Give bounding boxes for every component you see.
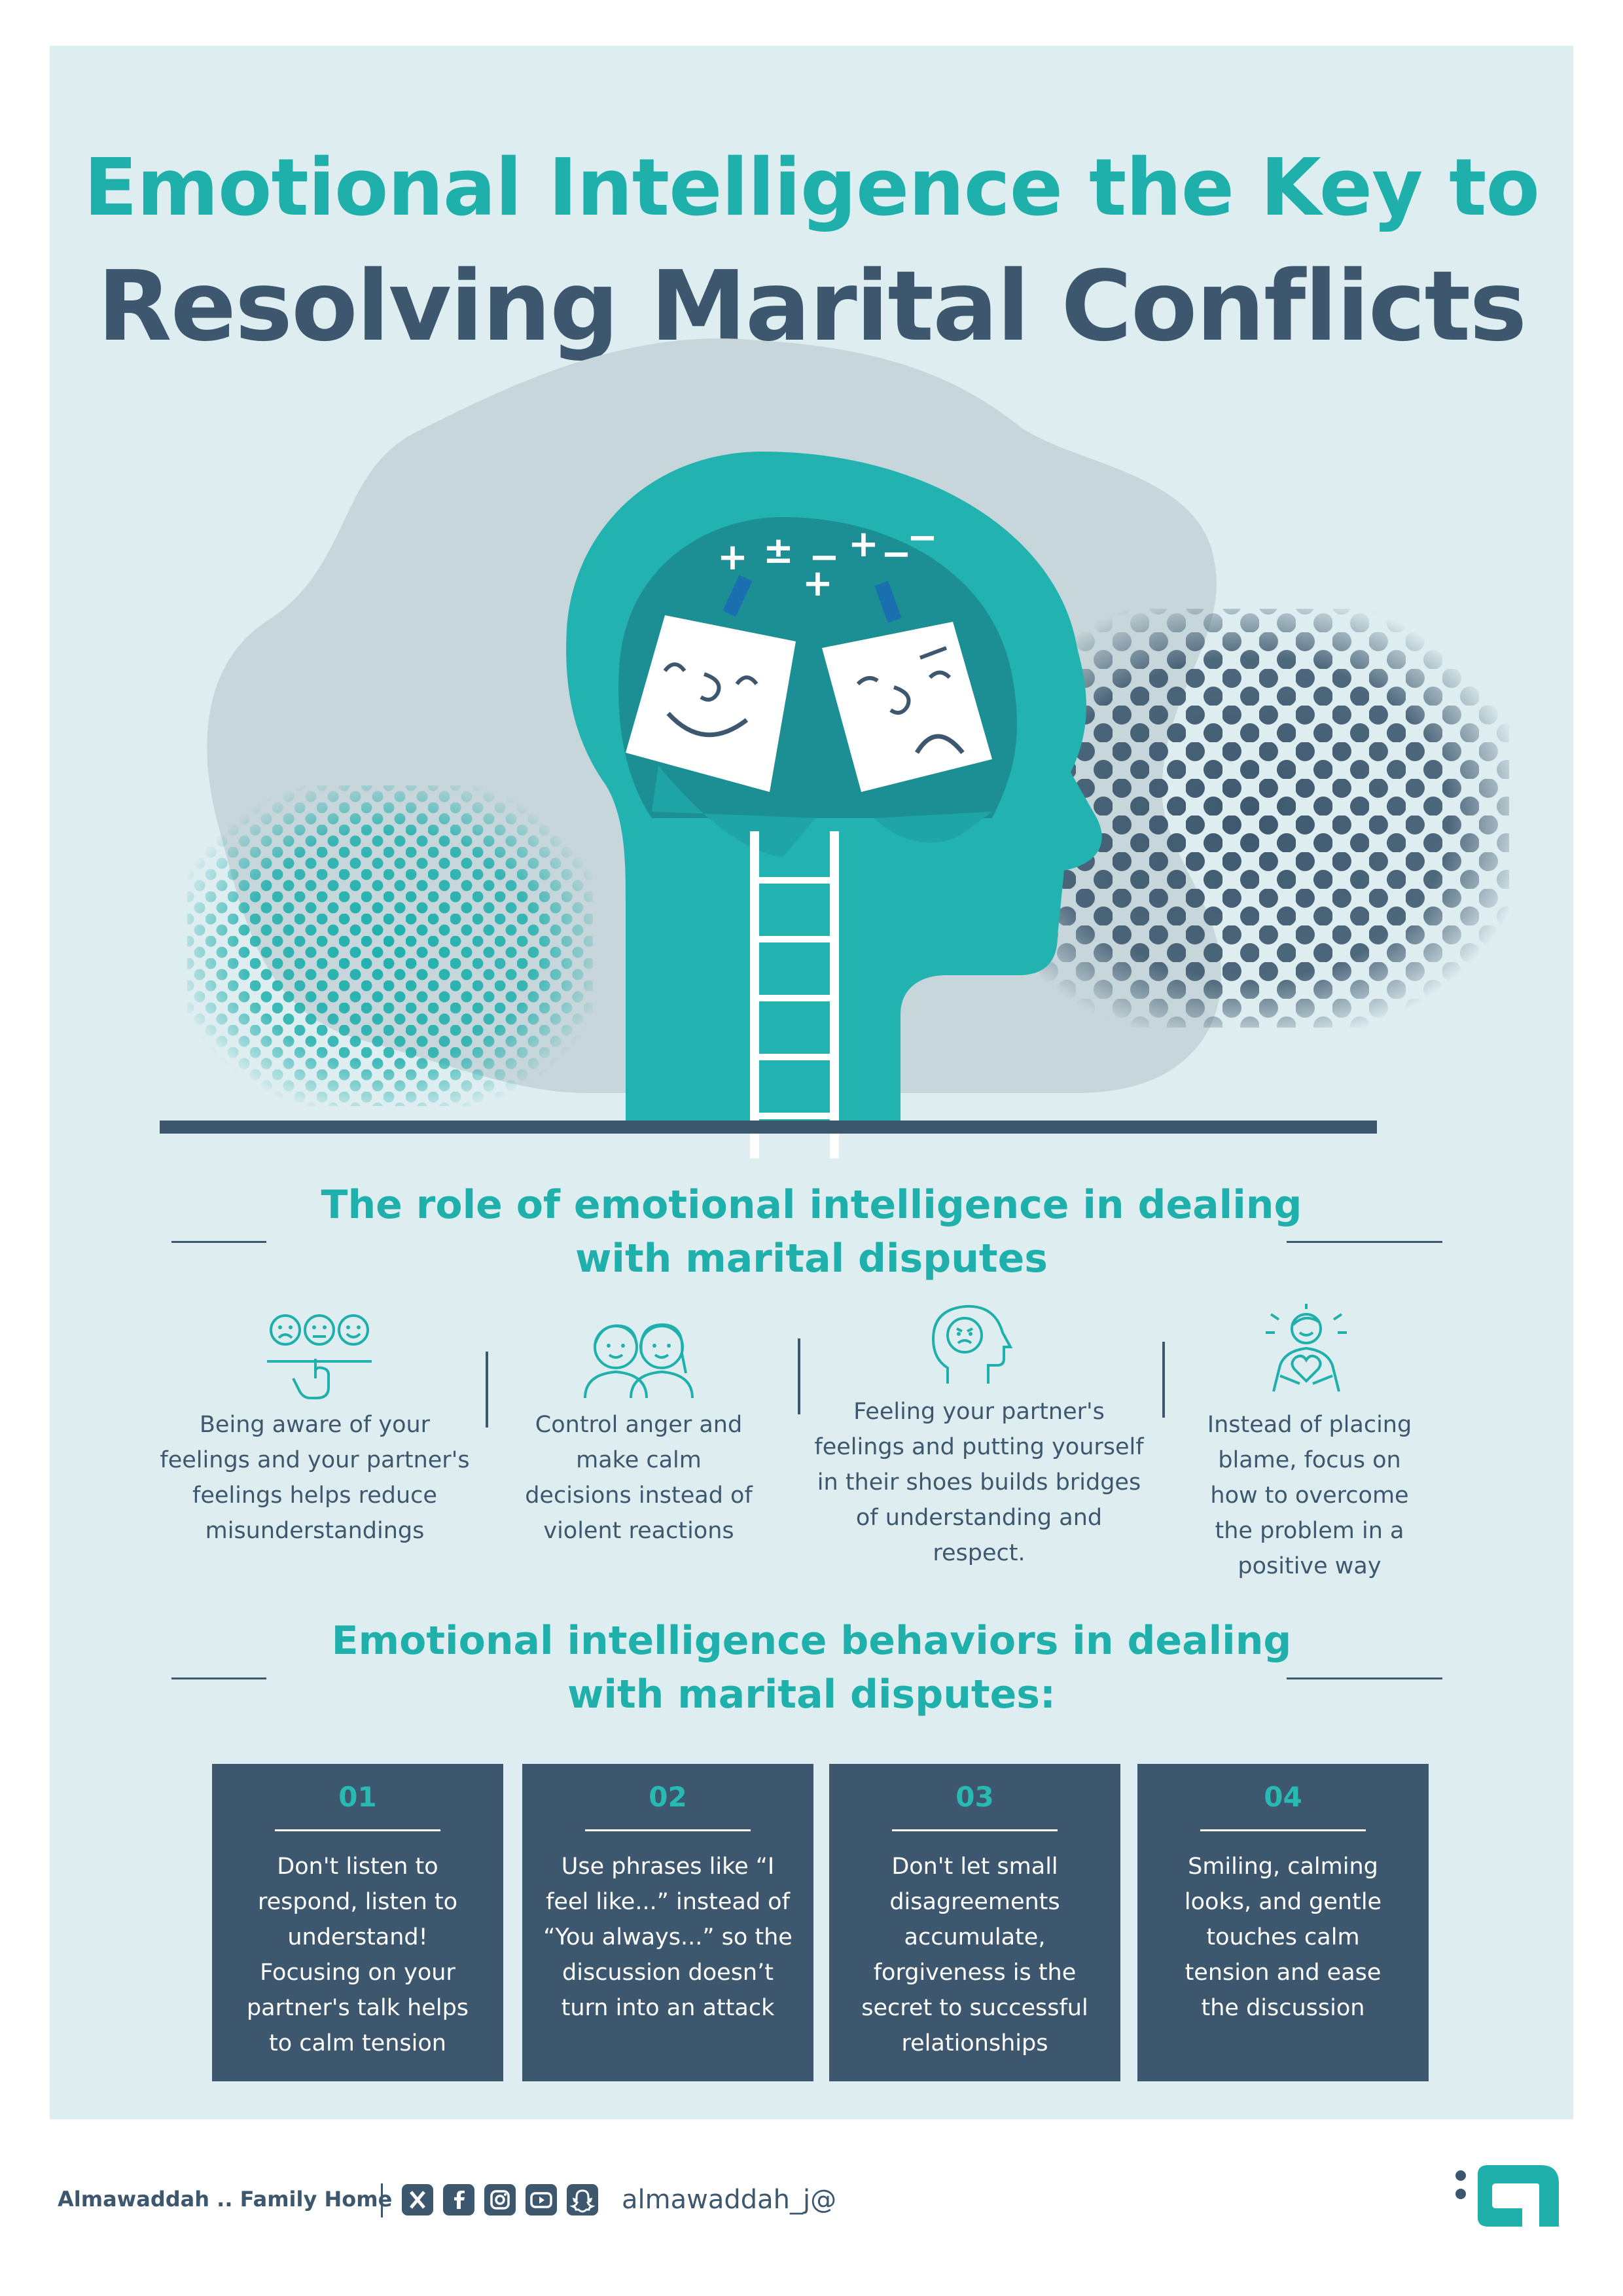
dot-pattern-left [187, 785, 593, 1106]
card-rule [275, 1829, 440, 1831]
role-section-title: The role of emotional intelligence in de… [321, 1182, 1302, 1282]
instagram-icon[interactable] [484, 2184, 516, 2215]
emotion-scale-icon [267, 1314, 372, 1399]
behaviors-section-title: Emotional intelligence behaviors in deal… [331, 1618, 1292, 1717]
poster-panel: Emotional Intelligence the Key to Resolv… [50, 46, 1573, 2119]
card-number: 01 [338, 1781, 377, 1813]
card-rule [892, 1829, 1058, 1831]
svg-text:±: ± [763, 529, 794, 572]
footer-handle[interactable]: almawaddah_j@ [622, 2185, 837, 2215]
card-number: 04 [1264, 1781, 1302, 1813]
card-text: Smiling, calming looks, and gentle touch… [1184, 1854, 1382, 2021]
svg-text:+: + [802, 562, 833, 605]
behavior-card-3: 03 Don't let small disagreements accumul… [829, 1764, 1120, 2081]
angry-head-icon [931, 1304, 1013, 1384]
behavior-card-4: 04 Smiling, calming looks, and gentle to… [1137, 1764, 1429, 2081]
math-symbols: + ± − + − + − [717, 516, 938, 605]
card-text: Don't let small disagreements accumulate… [861, 1854, 1088, 2056]
person-heart-icon [1266, 1304, 1347, 1392]
happy-face-note [626, 575, 796, 792]
svg-text:−: − [809, 536, 840, 579]
title-line-2: Resolving Marital Conflicts [97, 250, 1527, 363]
section-rule-left [171, 1241, 266, 1243]
svg-text:−: − [907, 516, 938, 559]
youtube-icon[interactable] [526, 2184, 557, 2215]
role-item-4-text: Instead of placing blame, focus on how t… [1207, 1412, 1412, 1579]
card-rule [1200, 1829, 1366, 1831]
card-text: Don't listen to respond, listen to under… [246, 1854, 469, 2056]
divider-1 [486, 1352, 488, 1427]
behaviors-rule-right [1287, 1677, 1442, 1679]
divider-2 [798, 1338, 800, 1414]
svg-text:+: + [848, 523, 879, 565]
section-rule-right [1287, 1241, 1442, 1243]
role-item-3-text: Feeling your partner's feelings and putt… [814, 1399, 1144, 1566]
title-line-1: Emotional Intelligence the Key to [84, 143, 1540, 234]
role-item-2-text: Control anger and make calm decisions in… [525, 1412, 753, 1544]
footer-brand: Almawaddah .. Family Home [58, 2187, 393, 2212]
role-item-1-text: Being aware of your feelings and your pa… [160, 1412, 470, 1544]
behaviors-rule-left [171, 1677, 266, 1679]
card-number: 02 [649, 1781, 687, 1813]
x-icon[interactable] [402, 2184, 433, 2215]
ground-line [160, 1121, 1377, 1134]
snapchat-icon[interactable] [567, 2184, 598, 2215]
card-rule [585, 1829, 751, 1831]
facebook-icon[interactable] [443, 2184, 474, 2215]
behavior-card-2: 02 Use phrases like “I feel like...” ins… [522, 1764, 813, 2081]
divider-3 [1162, 1342, 1165, 1418]
head-illustration: + ± − + − + − [160, 338, 1509, 1158]
svg-text:−: − [881, 533, 912, 575]
footer-separator [381, 2183, 383, 2217]
almawaddah-logo [1455, 2165, 1559, 2227]
card-text: Use phrases like “I feel like...” instea… [543, 1854, 793, 2021]
behavior-card-1: 01 Don't listen to respond, listen to un… [212, 1764, 503, 2081]
ladder [750, 831, 839, 1158]
card-number: 03 [955, 1781, 994, 1813]
couple-icon [584, 1323, 694, 1399]
svg-text:+: + [717, 536, 748, 579]
sad-face-note [822, 581, 992, 792]
